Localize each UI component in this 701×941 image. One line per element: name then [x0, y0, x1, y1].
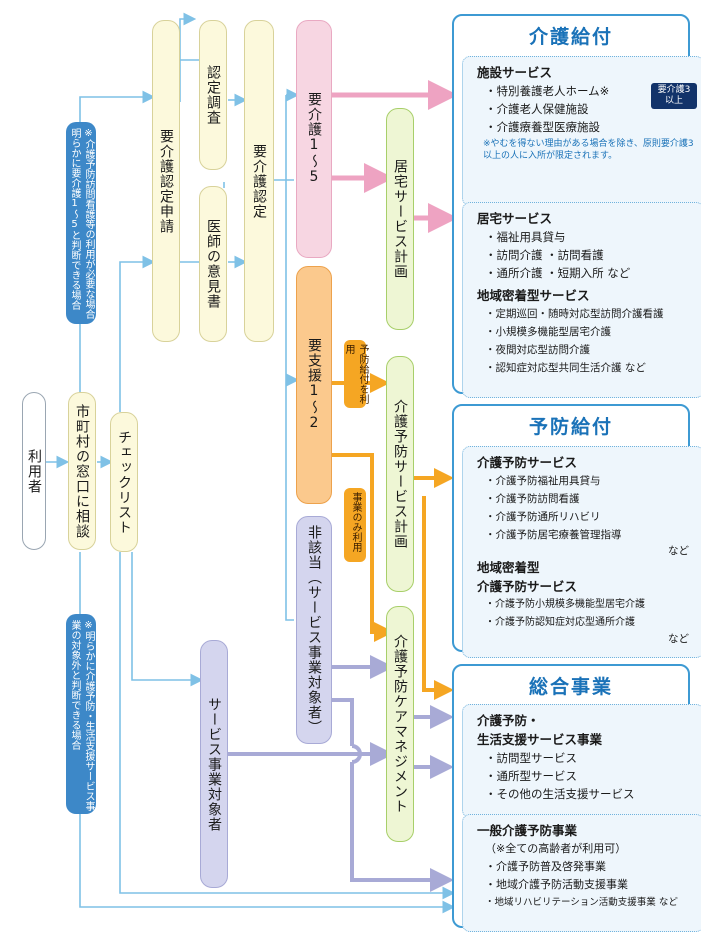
care-level-badge-text: 要介護3以上 [657, 85, 691, 106]
prevention-plan-node: 介護予防サービス計画 [386, 356, 414, 592]
prevention-use-tag: 予防給付を利用 [343, 340, 368, 408]
prevention-community-item: ・介護予防小規模多機能型居宅介護 [485, 599, 645, 610]
prevention-care-node: 介護予防ケアマネジメント [386, 606, 414, 842]
apply-node: 要介護認定申請 [152, 20, 180, 342]
home-services-box: 居宅サービス ・福祉用具貸与 ・訪問介護 ・訪問看護 ・通所介護 ・短期入所 な… [462, 202, 701, 398]
facility-item: ・介護療養型医療施設 [485, 120, 600, 134]
prevention-community-item: ・介護予防認知症対応型通所介護 [485, 617, 635, 628]
home-item: ・福祉用具貸与 [485, 230, 566, 244]
care-level-label: 要介護1～5 [306, 92, 322, 186]
home-plan-label: 居宅サービス計画 [392, 159, 408, 279]
living-heading-a: 介護予防・ [477, 713, 540, 728]
general-prevention-heading: 一般介護予防事業 [477, 823, 578, 838]
general-project-panel: 総合事業 介護予防・ 生活支援サービス事業 ・訪問型サービス ・通所型サービス … [452, 664, 701, 932]
certification-node: 要介護認定 [244, 20, 274, 342]
doctor-node: 医師の意見書 [199, 186, 227, 342]
doctor-label: 医師の意見書 [205, 219, 221, 309]
general-prevention-box: 一般介護予防事業 （※全ての高齢者が利用可） ・介護予防普及啓発事業 ・地域介護… [462, 814, 701, 932]
prevention-item: ・介護予防通所リハビリ [485, 511, 601, 523]
not-applicable-label: 非該当（サービス事業対象者） [306, 525, 322, 735]
checklist-node: チェックリスト [110, 412, 138, 552]
home-item: ・訪問介護 ・訪問看護 [485, 248, 604, 262]
consult-label: 市町村の窓口に相談 [74, 403, 90, 539]
prevention-item: ・介護予防居宅療養管理指導 [485, 529, 622, 541]
prevention-services-box: 介護予防サービス ・介護予防福祉用具貸与 ・介護予防訪問看護 ・介護予防通所リハ… [462, 446, 701, 658]
service-target-node: サービス事業対象者 [200, 640, 228, 888]
project-only-text: 事業のみ利用 [350, 492, 361, 552]
bottom-note-text: ※明らかに介護予防・生活支援サービス事業の対象外と判断できる場合 [69, 620, 94, 811]
living-heading-b: 生活支援サービス事業 [477, 732, 603, 747]
care-level-node: 要介護1～5 [296, 20, 332, 258]
care-benefit-panel: 介護給付 施設サービス ・特別養護老人ホーム※ ・介護老人保健施設 ・介護療養型… [452, 14, 701, 398]
support-level-label: 要支援1～2 [306, 338, 322, 432]
community-heading: 地域密着型サービス [477, 288, 590, 303]
community-item: ・小規模多機能型居宅介護 [485, 326, 611, 338]
investigation-label: 認定調査 [205, 65, 221, 125]
support-level-node: 要支援1～2 [296, 266, 332, 504]
service-target-label: サービス事業対象者 [206, 696, 222, 832]
apply-label: 要介護認定申請 [158, 128, 174, 234]
prevention-community-heading-b: 介護予防サービス [477, 579, 578, 594]
prevention-etc: など [668, 545, 689, 557]
living-item: ・その他の生活支援サービス [485, 787, 635, 801]
facility-heading: 施設サービス [477, 65, 553, 80]
home-item: ・通所介護 ・短期入所 など [485, 266, 631, 280]
facility-services-box: 施設サービス ・特別養護老人ホーム※ ・介護老人保健施設 ・介護療養型医療施設 … [462, 56, 701, 206]
general-prevention-item: ・介護予防普及啓発事業 [485, 860, 606, 873]
investigation-node: 認定調査 [199, 20, 227, 170]
consult-node: 市町村の窓口に相談 [68, 392, 96, 550]
not-applicable-node: 非該当（サービス事業対象者） [296, 516, 332, 744]
prevention-item: ・介護予防福祉用具貸与 [485, 475, 601, 487]
prevention-community-etc: など [668, 633, 689, 645]
top-note: ※介護予防訪問看護等の利用が必要な場合 明らかに要介護1～5と判断できる場合 [66, 122, 96, 324]
facility-item: ・介護老人保健施設 [485, 102, 589, 116]
prevention-benefit-panel: 予防給付 介護予防サービス ・介護予防福祉用具貸与 ・介護予防訪問看護 ・介護予… [452, 404, 701, 658]
general-prevention-item: ・地域リハビリテーション活動支援事業 など [485, 897, 678, 908]
prevention-use-text: 予防給付を利用 [343, 344, 368, 404]
prevention-plan-label: 介護予防サービス計画 [392, 399, 408, 549]
bottom-note: ※明らかに介護予防・生活支援サービス事業の対象外と判断できる場合 [66, 614, 96, 814]
home-heading: 居宅サービス [477, 211, 553, 226]
prevention-heading: 介護予防サービス [477, 455, 578, 470]
certification-label: 要介護認定 [251, 143, 267, 219]
general-project-title: 総合事業 [528, 676, 613, 698]
living-support-box: 介護予防・ 生活支援サービス事業 ・訪問型サービス ・通所型サービス ・その他の… [462, 704, 701, 818]
living-item: ・訪問型サービス [485, 751, 577, 765]
prevention-community-heading-a: 地域密着型 [477, 560, 540, 575]
project-only-tag: 事業のみ利用 [344, 488, 366, 562]
community-item: ・定期巡回・随時対応型訪問介護看護 [485, 308, 664, 320]
top-note-text: ※介護予防訪問看護等の利用が必要な場合 明らかに要介護1～5と判断できる場合 [69, 128, 94, 319]
prevention-item: ・介護予防訪問看護 [485, 493, 580, 505]
living-item: ・通所型サービス [485, 769, 577, 783]
care-benefit-title: 介護給付 [528, 26, 613, 48]
facility-item: ・特別養護老人ホーム※ [485, 84, 610, 98]
prevention-care-label: 介護予防ケアマネジメント [392, 634, 408, 814]
community-item: ・認知症対応型共同生活介護 など [485, 362, 646, 374]
facility-note: ※やむを得ない理由がある場合を除き、原則要介護3以上の人に入所が限定されます。 [483, 139, 694, 161]
care-level-badge: 要介護3以上 [651, 83, 697, 109]
home-plan-node: 居宅サービス計画 [386, 108, 414, 330]
community-item: ・夜間対応型訪問介護 [485, 344, 590, 356]
general-prevention-item: ・地域介護予防活動支援事業 [485, 878, 628, 891]
user-node: 利用者 [22, 392, 46, 550]
general-prevention-sub: （※全ての高齢者が利用可） [485, 842, 627, 855]
prevention-benefit-title: 予防給付 [528, 416, 613, 438]
checklist-label: チェックリスト [116, 429, 132, 535]
user-label: 利用者 [26, 448, 42, 494]
